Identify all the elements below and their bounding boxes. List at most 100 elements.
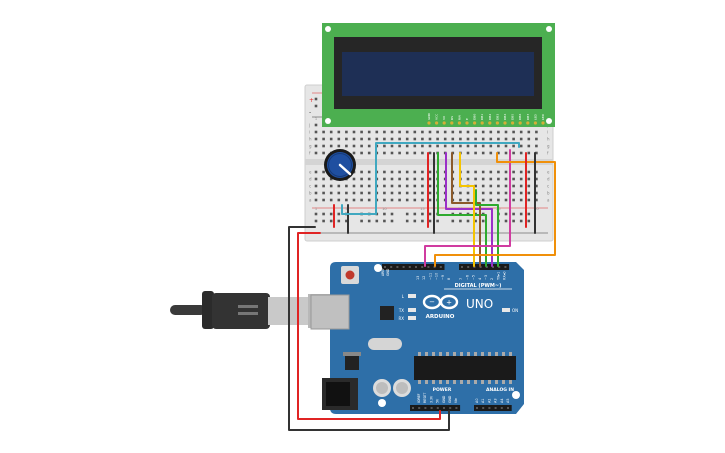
breadboard-hole[interactable] xyxy=(383,170,386,174)
breadboard-hole[interactable] xyxy=(322,170,325,174)
breadboard-hole[interactable] xyxy=(413,151,417,155)
rail-hole[interactable] xyxy=(512,212,515,216)
breadboard-hole[interactable] xyxy=(322,144,325,148)
breadboard-hole[interactable] xyxy=(314,191,318,195)
breadboard-hole[interactable] xyxy=(512,151,515,155)
breadboard-hole[interactable] xyxy=(337,198,341,202)
breadboard-hole[interactable] xyxy=(360,144,363,148)
breadboard-hole[interactable] xyxy=(421,151,424,155)
breadboard-hole[interactable] xyxy=(345,130,348,134)
rail-hole[interactable] xyxy=(413,219,417,223)
rail-hole[interactable] xyxy=(459,219,462,223)
breadboard-hole[interactable] xyxy=(329,184,333,188)
breadboard-hole[interactable] xyxy=(519,198,523,202)
breadboard-hole[interactable] xyxy=(360,198,363,202)
breadboard-hole[interactable] xyxy=(504,144,508,148)
breadboard-hole[interactable] xyxy=(345,144,348,148)
breadboard-hole[interactable] xyxy=(329,144,333,148)
breadboard-hole[interactable] xyxy=(436,144,439,148)
breadboard-hole[interactable] xyxy=(390,177,394,181)
breadboard-hole[interactable] xyxy=(314,123,318,127)
breadboard-hole[interactable] xyxy=(421,184,424,188)
breadboard-hole[interactable] xyxy=(367,130,371,134)
breadboard-hole[interactable] xyxy=(459,144,462,148)
lcd-pin[interactable] xyxy=(435,121,439,125)
breadboard-hole[interactable] xyxy=(383,184,386,188)
breadboard-hole[interactable] xyxy=(504,130,508,134)
header-pin[interactable] xyxy=(430,407,433,409)
rail-hole[interactable] xyxy=(466,219,470,223)
rail-hole[interactable] xyxy=(322,212,325,216)
breadboard-hole[interactable] xyxy=(360,130,363,134)
header-pin[interactable] xyxy=(424,407,427,409)
breadboard-hole[interactable] xyxy=(345,198,348,202)
header-pin[interactable] xyxy=(461,266,463,268)
breadboard-hole[interactable] xyxy=(497,137,500,141)
breadboard-hole[interactable] xyxy=(474,137,477,141)
analog-header[interactable] xyxy=(474,405,512,411)
header-pin[interactable] xyxy=(443,407,445,409)
breadboard-hole[interactable] xyxy=(428,191,432,195)
breadboard-hole[interactable] xyxy=(481,130,485,134)
breadboard-hole[interactable] xyxy=(352,177,356,181)
breadboard-hole[interactable] xyxy=(322,198,325,202)
breadboard-hole[interactable] xyxy=(398,170,401,174)
breadboard-hole[interactable] xyxy=(428,177,432,181)
rail-hole[interactable] xyxy=(405,212,409,216)
breadboard-hole[interactable] xyxy=(519,144,523,148)
breadboard-hole[interactable] xyxy=(322,137,325,141)
breadboard-hole[interactable] xyxy=(474,130,477,134)
breadboard-hole[interactable] xyxy=(428,170,432,174)
rail-hole[interactable] xyxy=(329,212,333,216)
breadboard-hole[interactable] xyxy=(413,137,417,141)
breadboard-hole[interactable] xyxy=(428,184,432,188)
rail-hole[interactable] xyxy=(512,219,515,223)
header-pin[interactable] xyxy=(433,266,436,268)
header-pin[interactable] xyxy=(449,407,452,409)
rail-hole[interactable] xyxy=(337,212,341,216)
breadboard-hole[interactable] xyxy=(466,177,470,181)
breadboard-hole[interactable] xyxy=(489,191,493,195)
rail-hole[interactable] xyxy=(383,219,386,223)
breadboard-hole[interactable] xyxy=(398,130,401,134)
breadboard-hole[interactable] xyxy=(443,137,447,141)
breadboard-hole[interactable] xyxy=(413,177,417,181)
breadboard-hole[interactable] xyxy=(512,144,515,148)
rail-hole[interactable] xyxy=(314,97,318,101)
breadboard-hole[interactable] xyxy=(352,130,356,134)
breadboard-hole[interactable] xyxy=(405,191,409,195)
breadboard-hole[interactable] xyxy=(413,191,417,195)
rail-hole[interactable] xyxy=(375,219,379,223)
breadboard-hole[interactable] xyxy=(360,177,363,181)
breadboard-hole[interactable] xyxy=(405,177,409,181)
breadboard-hole[interactable] xyxy=(367,198,371,202)
potentiometer[interactable] xyxy=(324,149,356,181)
breadboard-hole[interactable] xyxy=(527,137,531,141)
breadboard-hole[interactable] xyxy=(497,170,500,174)
breadboard-hole[interactable] xyxy=(375,137,379,141)
digital-header[interactable] xyxy=(382,264,510,270)
breadboard-hole[interactable] xyxy=(489,144,493,148)
rail-hole[interactable] xyxy=(390,212,394,216)
rail-hole[interactable] xyxy=(314,104,318,108)
lcd-pin[interactable] xyxy=(510,121,515,125)
breadboard-hole[interactable] xyxy=(481,137,485,141)
breadboard-hole[interactable] xyxy=(428,151,432,155)
breadboard-hole[interactable] xyxy=(398,137,401,141)
rail-hole[interactable] xyxy=(428,212,432,216)
breadboard-hole[interactable] xyxy=(428,130,432,134)
breadboard-hole[interactable] xyxy=(512,137,515,141)
breadboard-hole[interactable] xyxy=(519,191,523,195)
breadboard-hole[interactable] xyxy=(428,137,432,141)
breadboard-hole[interactable] xyxy=(474,151,477,155)
breadboard-hole[interactable] xyxy=(527,151,531,155)
header-pin[interactable] xyxy=(415,266,417,268)
rail-hole[interactable] xyxy=(504,219,508,223)
breadboard-hole[interactable] xyxy=(421,170,424,174)
header-pin[interactable] xyxy=(500,407,503,409)
breadboard-hole[interactable] xyxy=(466,130,470,134)
breadboard-hole[interactable] xyxy=(519,137,523,141)
breadboard-hole[interactable] xyxy=(451,137,455,141)
breadboard-hole[interactable] xyxy=(329,191,333,195)
